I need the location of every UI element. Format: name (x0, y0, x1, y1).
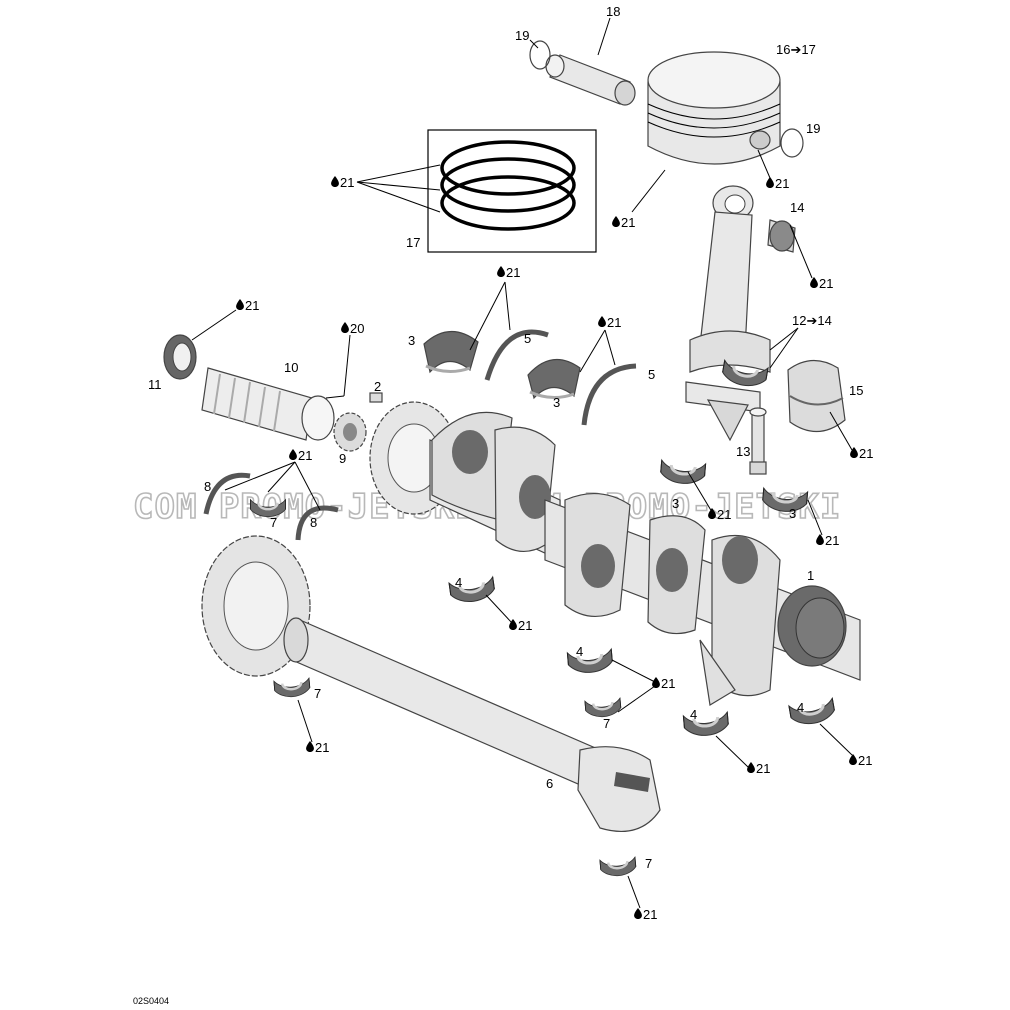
callout-label: 4 (797, 700, 804, 715)
callout-label: 12➔14 (792, 313, 832, 328)
callout-label: 19 (515, 28, 529, 43)
callout-label: 8 (310, 515, 317, 530)
callout-label: 11 (148, 377, 162, 392)
callout-label: 10 (284, 360, 298, 375)
callout-label: 21 (298, 448, 312, 463)
callout-label: 21 (775, 176, 789, 191)
callout-label: 1 (807, 568, 814, 583)
callout-label: 5 (524, 331, 531, 346)
callout-label: 7 (603, 716, 610, 731)
callout-label: 13 (736, 444, 750, 459)
main-bearing-upper (527, 358, 581, 400)
callout-label: 21 (245, 298, 259, 313)
crankshaft (369, 401, 861, 706)
callout-label: 21 (506, 265, 520, 280)
thrust-washer (295, 505, 339, 541)
callout-label: 9 (339, 451, 346, 466)
callout-label: 8 (204, 479, 211, 494)
callout-label: 7 (314, 686, 321, 701)
rod-bolt (749, 407, 767, 475)
callout-label: 21 (859, 446, 873, 461)
callout-label: 4 (455, 575, 462, 590)
main-bearing-upper (658, 458, 708, 487)
connecting-rod (685, 185, 771, 442)
balance-shaft (201, 535, 661, 832)
piston (647, 51, 781, 165)
oil-seal (163, 334, 197, 380)
callout-label: 21 (315, 740, 329, 755)
thrust-washer (203, 472, 251, 515)
piston-rings (440, 140, 576, 231)
small-end-bushing (767, 219, 796, 253)
callout-label: 21 (819, 276, 833, 291)
callout-label: 21 (717, 507, 731, 522)
thrust-washer (484, 329, 549, 381)
callout-label: 21 (858, 753, 872, 768)
callout-label: 14 (790, 200, 804, 215)
callout-label: 4 (690, 707, 697, 722)
callout-label: 7 (645, 856, 652, 871)
callout-label: 19 (806, 121, 820, 136)
callout-label: 21 (621, 215, 635, 230)
callout-label: 15 (849, 383, 863, 398)
callout-label: 21 (661, 676, 675, 691)
main-bearing-upper (423, 330, 479, 374)
callout-label: 18 (606, 4, 620, 19)
callout-label: 16➔17 (776, 42, 816, 57)
woodruff-key (369, 392, 383, 403)
callout-label: 21 (607, 315, 621, 330)
balance-shaft-bearing (272, 676, 312, 700)
callout-label: 6 (546, 776, 553, 791)
callout-label: 21 (756, 761, 770, 776)
sprocket-small (333, 412, 367, 452)
callout-label: 3 (672, 496, 679, 511)
callout-label: 17 (406, 235, 420, 250)
callout-label: 3 (553, 395, 560, 410)
callout-label: 4 (576, 644, 583, 659)
callout-label: 20 (350, 321, 364, 336)
callout-label: 7 (270, 515, 277, 530)
needle-bearing (201, 367, 335, 441)
callout-label: 5 (648, 367, 655, 382)
callout-label: 21 (643, 907, 657, 922)
callout-label: 3 (408, 333, 415, 348)
callout-label: 3 (789, 506, 796, 521)
callout-label: 21 (825, 533, 839, 548)
thrust-washer (581, 363, 637, 426)
balance-shaft-bearing (598, 855, 638, 879)
circlip (529, 40, 551, 70)
callout-label: 21 (518, 618, 532, 633)
callout-label: 2 (374, 379, 381, 394)
figure-reference-code: 02S0404 (133, 996, 169, 1006)
main-bearing-lower (787, 696, 838, 729)
circlip (780, 128, 804, 158)
piston-pin (545, 54, 636, 106)
callout-label: 21 (340, 175, 354, 190)
rod-bearing-shell (787, 359, 846, 433)
main-bearing-lower (565, 647, 615, 676)
leader-lines (191, 17, 853, 909)
